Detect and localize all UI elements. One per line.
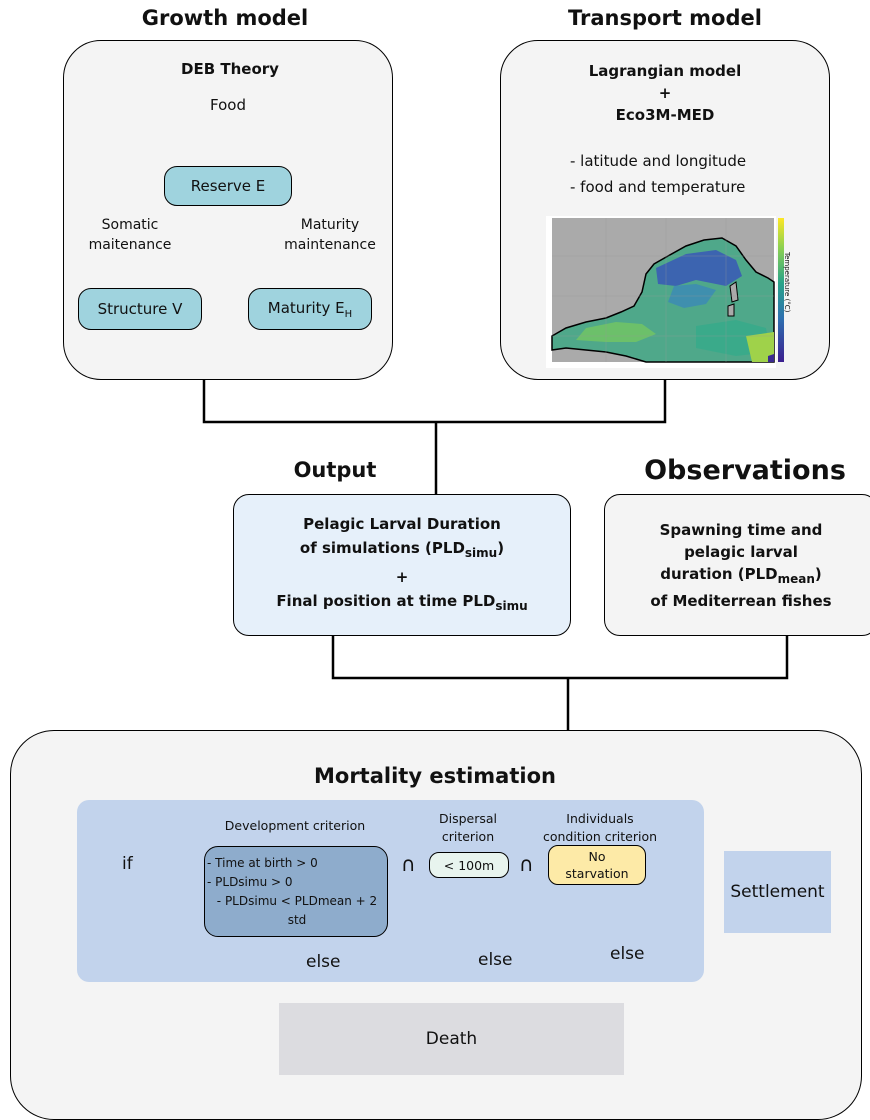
condition-criterion-title: Individuals condition criterion xyxy=(520,810,680,846)
maturity-box: Maturity EH xyxy=(248,288,372,330)
criteria-area xyxy=(77,800,704,982)
obs-line-3: duration (PLDmean) xyxy=(660,563,821,590)
else-label-development: else xyxy=(306,952,341,972)
maturity-maintenance-label: Maturity maintenance xyxy=(280,215,380,255)
if-label: if xyxy=(122,854,133,874)
maturity-label: Maturity EH xyxy=(268,299,352,320)
output-plus: + xyxy=(395,568,409,586)
output-line-2a: of simulations (PLD xyxy=(299,539,465,557)
obs-line-3b: ) xyxy=(814,564,822,583)
mortality-heading: Mortality estimation xyxy=(314,764,556,788)
settlement-box: Settlement xyxy=(724,851,831,933)
growth-model-heading: Growth model xyxy=(141,6,309,30)
eco3m-line: Eco3M-MED xyxy=(615,106,715,124)
output-box: Pelagic Larval Duration of simulations (… xyxy=(233,494,571,636)
intersect-symbol-2: ∩ xyxy=(519,852,534,876)
development-criterion-title: Development criterion xyxy=(224,818,366,833)
obs-line-1: Spawning time and xyxy=(659,520,823,539)
bullet-lat-long: - latitude and longitude xyxy=(570,152,747,170)
disp-title-1: Dispersal xyxy=(438,811,498,826)
output-line-3: Final position at time PLDsimu xyxy=(276,589,527,618)
cond-title-2: condition criterion xyxy=(542,829,658,844)
starvation-line-2: starvation xyxy=(565,866,629,881)
starvation-box: No starvation xyxy=(548,845,646,885)
output-line-2: of simulations (PLDsimu) xyxy=(300,536,504,565)
maturity-maint-line-2: maintenance xyxy=(284,237,376,253)
somatic-line-1: Somatic xyxy=(101,217,159,233)
somatic-maintenance-label: Somatic maitenance xyxy=(80,215,180,255)
death-label: Death xyxy=(425,1029,478,1049)
development-conditions-box: - Time at birth > 0 - PLDsimu > 0 - PLDs… xyxy=(204,846,388,937)
output-line-2b: ) xyxy=(497,539,505,557)
death-box: Death xyxy=(279,1003,624,1075)
output-line-2-sub: simu xyxy=(464,546,498,560)
reserve-box: Reserve E xyxy=(164,166,292,206)
output-heading: Output xyxy=(293,458,377,482)
mediterranean-temperature-map: Temperature (°C) xyxy=(546,216,794,368)
reserve-label: Reserve E xyxy=(190,177,266,195)
disp-title-2: criterion xyxy=(441,829,495,844)
observations-heading: Observations xyxy=(644,455,846,486)
structure-label: Structure V xyxy=(97,300,183,318)
colorbar-label: Temperature (°C) xyxy=(783,252,791,313)
else-label-dispersal: else xyxy=(478,950,513,970)
dev-item-pldsimu-positive: - PLDsimu > 0 xyxy=(207,874,293,889)
dispersal-value: < 100m xyxy=(443,857,495,873)
transport-title: Lagrangian model + Eco3M-MED xyxy=(540,60,790,126)
transport-model-heading: Transport model xyxy=(568,6,762,30)
food-label: Food xyxy=(210,96,246,114)
lagrangian-line: Lagrangian model xyxy=(588,62,742,80)
output-line-1: Pelagic Larval Duration xyxy=(303,515,501,533)
structure-box: Structure V xyxy=(78,288,202,330)
somatic-line-2: maitenance xyxy=(88,237,172,253)
cond-title-1: Individuals xyxy=(566,811,634,826)
observations-box: Spawning time and pelagic larval duratio… xyxy=(604,494,870,636)
obs-line-3-sub: mean xyxy=(777,571,815,586)
output-line-3-sub: simu xyxy=(495,599,528,613)
dev-item-birth: - Time at birth > 0 xyxy=(207,855,318,870)
dispersal-box: < 100m xyxy=(429,852,509,878)
output-line-3a: Final position at time PLD xyxy=(276,592,496,610)
obs-line-4: of Mediterrean fishes xyxy=(650,591,832,610)
obs-line-3a: duration (PLD xyxy=(660,564,778,583)
else-label-condition: else xyxy=(610,944,645,964)
transport-plus: + xyxy=(658,84,672,102)
obs-line-2: pelagic larval xyxy=(684,542,798,561)
deb-theory-title: DEB Theory xyxy=(181,60,279,78)
bullet-food-temp: - food and temperature xyxy=(570,178,746,196)
dispersal-criterion-title: Dispersal criterion xyxy=(418,810,518,846)
settlement-label: Settlement xyxy=(730,882,825,902)
starvation-line-1: No xyxy=(588,849,606,864)
dev-item-pldsimu-limit: - PLDsimu < PLDmean + 2 std xyxy=(216,893,378,927)
maturity-text: Maturity E xyxy=(267,298,345,317)
intersect-symbol-1: ∩ xyxy=(401,852,416,876)
maturity-subscript: H xyxy=(344,308,353,320)
maturity-maint-line-1: Maturity xyxy=(300,217,360,233)
transport-bullets: - latitude and longitude - food and temp… xyxy=(570,148,810,200)
